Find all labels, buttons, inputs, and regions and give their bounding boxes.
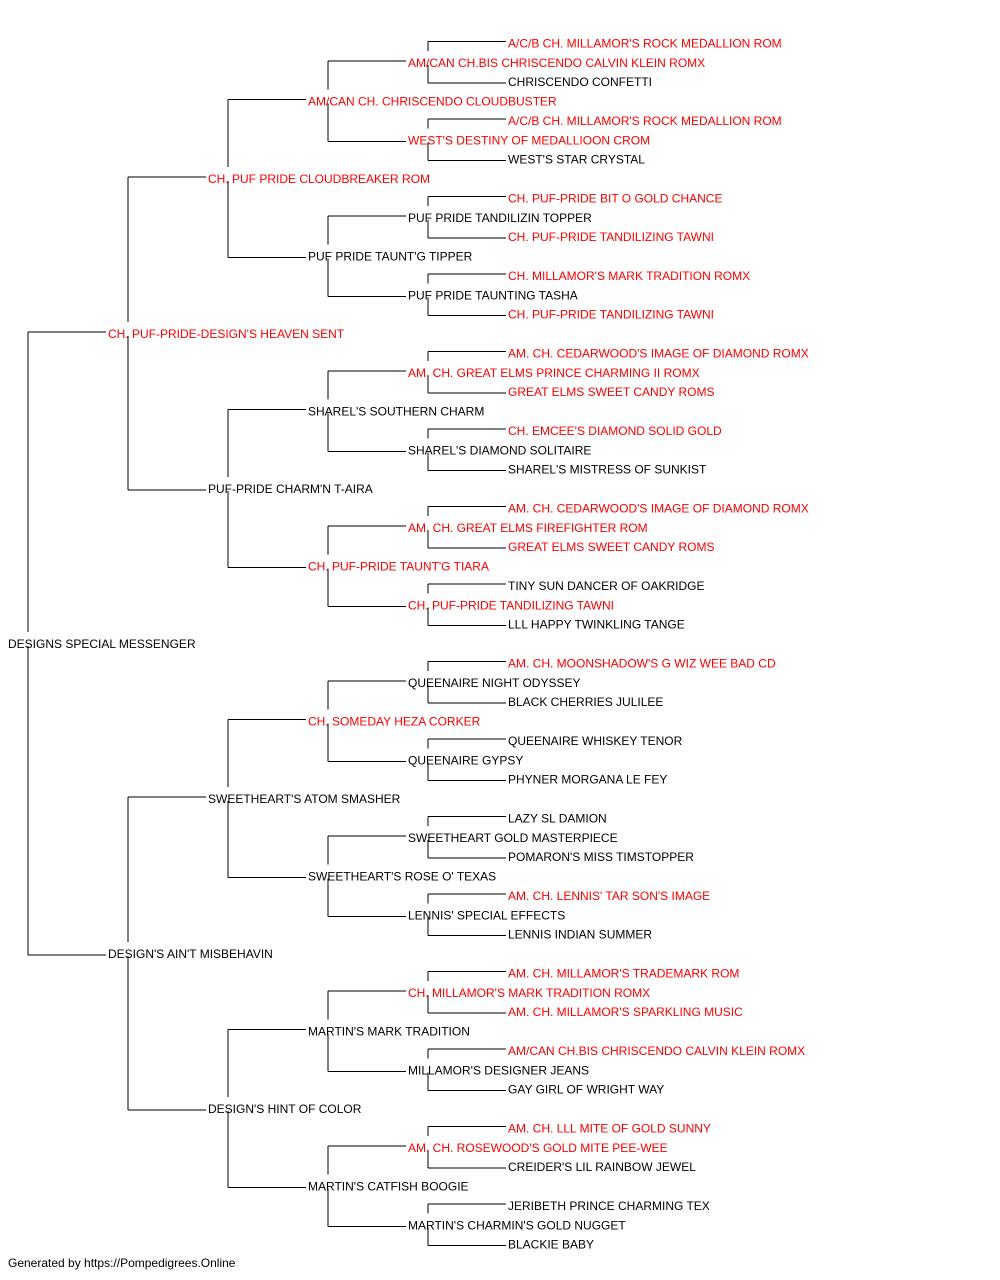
ancestor-name-sire-dam-dam: CH. PUF-PRIDE TAUNT'G TIARA <box>308 560 489 574</box>
ancestor-name-sire-dam-dam-dam: CH. PUF-PRIDE TANDILIZING TAWNI <box>408 598 614 612</box>
ancestor-name-sire-sire-sire-dam-sire: A/C/B CH. MILLAMOR'S ROCK MEDALLION ROM <box>508 114 782 128</box>
ancestor-name-sire-sire-dam-dam-sire: CH. MILLAMOR'S MARK TRADITION ROMX <box>508 269 750 283</box>
ancestor-name-sire: CH. PUF-PRIDE-DESIGN'S HEAVEN SENT <box>108 327 345 341</box>
ancestor-name-sire-sire-sire: AM/CAN CH. CHRISCENDO CLOUDBUSTER <box>308 95 557 109</box>
ancestor-name-sire-dam-sire-sire: AM. CH. GREAT ELMS PRINCE CHARMING II RO… <box>408 366 700 380</box>
ancestor-name-sire-dam-dam-sire: AM. CH. GREAT ELMS FIREFIGHTER ROM <box>408 521 648 535</box>
ancestor-name-sire-dam-dam-sire-sire: AM. CH. CEDARWOOD'S IMAGE OF DIAMOND ROM… <box>508 501 809 515</box>
ancestor-name-sire-sire-sire-sire: AM/CAN CH.BIS CHRISCENDO CALVIN KLEIN RO… <box>408 56 705 70</box>
ancestor-name-dam-dam-sire-sire-dam: AM. CH. MILLAMOR'S SPARKLING MUSIC <box>508 1005 743 1019</box>
ancestor-name-dam-dam-dam-sire-dam: CREIDER'S LIL RAINBOW JEWEL <box>508 1160 696 1174</box>
ancestor-name-sire-sire-sire-sire-dam: CHRISCENDO CONFETTI <box>508 75 652 89</box>
ancestor-name-dam-sire-sire: CH. SOMEDAY HEZA CORKER <box>308 715 481 729</box>
ancestor-name-dam-dam-sire-dam: MILLAMOR'S DESIGNER JEANS <box>408 1063 589 1077</box>
ancestor-name-dam-sire-dam-sire-dam: POMARON'S MISS TIMSTOPPER <box>508 850 694 864</box>
ancestor-name-dam-sire-dam-sire-sire: LAZY SL DAMION <box>508 811 607 825</box>
ancestor-name-dam-dam-dam-sire-sire: AM. CH. LLL MITE OF GOLD SUNNY <box>508 1121 711 1135</box>
ancestor-name-sire-dam-dam-dam-sire: TINY SUN DANCER OF OAKRIDGE <box>508 579 704 593</box>
ancestor-name-sire-sire-dam-dam-dam: CH. PUF-PRIDE TANDILIZING TAWNI <box>508 308 714 322</box>
subject-dog-name: DESIGNS SPECIAL MESSENGER <box>8 637 196 651</box>
ancestor-name-dam-dam-sire-dam-sire: AM/CAN CH.BIS CHRISCENDO CALVIN KLEIN RO… <box>508 1044 805 1058</box>
generated-by-footer: Generated by https://Pompedigrees.Online <box>8 1256 236 1270</box>
ancestor-name-sire-sire-dam-sire-dam: CH. PUF-PRIDE TANDILIZING TAWNI <box>508 230 714 244</box>
ancestor-name-dam-dam-sire-dam-dam: GAY GIRL OF WRIGHT WAY <box>508 1083 664 1097</box>
ancestor-name-dam-sire-dam-dam: LENNIS' SPECIAL EFFECTS <box>408 908 565 922</box>
ancestor-name-sire-dam-sire-dam-sire: CH. EMCEE'S DIAMOND SOLID GOLD <box>508 424 722 438</box>
ancestor-name-dam-dam-dam: MARTIN'S CATFISH BOOGIE <box>308 1180 469 1194</box>
ancestor-name-sire-sire-dam-sire: PUF PRIDE TANDILIZIN TOPPER <box>408 211 592 225</box>
ancestor-name-dam-sire-dam: SWEETHEART'S ROSE O' TEXAS <box>308 870 496 884</box>
ancestor-name-dam-sire-dam-sire: SWEETHEART GOLD MASTERPIECE <box>408 831 618 845</box>
ancestor-name-sire-sire-sire-sire-sire: A/C/B CH. MILLAMOR'S ROCK MEDALLION ROM <box>508 36 782 50</box>
ancestor-name-sire-sire-sire-dam: WEST'S DESTINY OF MEDALLIOON CROM <box>408 133 650 147</box>
ancestor-name-dam-sire-sire-sire-dam: BLACK CHERRIES JULILEE <box>508 695 663 709</box>
ancestor-name-sire-sire-dam-sire-sire: CH. PUF-PRIDE BIT O GOLD CHANCE <box>508 191 722 205</box>
ancestor-name-dam-dam-dam-sire: AM. CH. ROSEWOOD'S GOLD MITE PEE-WEE <box>408 1141 668 1155</box>
ancestor-name-dam-dam-dam-dam: MARTIN'S CHARMIN'S GOLD NUGGET <box>408 1218 626 1232</box>
ancestor-name-dam-sire-sire-sire-sire: AM. CH. MOONSHADOW'S G WIZ WEE BAD CD <box>508 656 776 670</box>
ancestor-name-sire-dam: PUF-PRIDE CHARM'N T-AIRA <box>208 482 373 496</box>
ancestor-name-dam-sire-dam-dam-dam: LENNIS INDIAN SUMMER <box>508 928 652 942</box>
ancestor-name-dam-sire-sire-dam: QUEENAIRE GYPSY <box>408 753 523 767</box>
ancestor-name-sire-sire-dam: PUF PRIDE TAUNT'G TIPPER <box>308 250 473 264</box>
ancestor-name-dam: DESIGN'S AIN'T MISBEHAVIN <box>108 947 273 961</box>
ancestor-name-dam-sire-sire-dam-sire: QUEENAIRE WHISKEY TENOR <box>508 734 683 748</box>
ancestor-name-sire-sire: CH. PUF PRIDE CLOUDBREAKER ROM <box>208 172 430 186</box>
ancestor-name-dam-dam-dam-dam-sire: JERIBETH PRINCE CHARMING TEX <box>508 1199 710 1213</box>
ancestor-name-dam-sire-sire-dam-dam: PHYNER MORGANA LE FEY <box>508 773 667 787</box>
ancestor-name-sire-dam-dam-sire-dam: GREAT ELMS SWEET CANDY ROMS <box>508 540 714 554</box>
ancestor-name-sire-sire-dam-dam: PUF PRIDE TAUNTING TASHA <box>408 288 578 302</box>
ancestor-name-sire-dam-sire-dam-dam: SHAREL'S MISTRESS OF SUNKIST <box>508 463 707 477</box>
ancestor-name-sire-dam-dam-dam-dam: LLL HAPPY TWINKLING TANGE <box>508 618 685 632</box>
ancestor-name-sire-dam-sire-sire-dam: GREAT ELMS SWEET CANDY ROMS <box>508 385 714 399</box>
ancestor-name-sire-sire-sire-dam-dam: WEST'S STAR CRYSTAL <box>508 153 645 167</box>
ancestor-name-dam-sire-dam-dam-sire: AM. CH. LENNIS' TAR SON'S IMAGE <box>508 889 710 903</box>
ancestor-name-dam-sire: SWEETHEART'S ATOM SMASHER <box>208 792 401 806</box>
ancestor-name-dam-dam-sire-sire-sire: AM. CH. MILLAMOR'S TRADEMARK ROM <box>508 966 739 980</box>
ancestor-name-dam-dam-sire-sire: CH. MILLAMOR'S MARK TRADITION ROMX <box>408 986 650 1000</box>
ancestor-name-sire-dam-sire-dam: SHAREL'S DIAMOND SOLITAIRE <box>408 443 591 457</box>
ancestor-name-dam-sire-sire-sire: QUEENAIRE NIGHT ODYSSEY <box>408 676 580 690</box>
ancestor-name-dam-dam: DESIGN'S HINT OF COLOR <box>208 1102 362 1116</box>
ancestor-name-sire-dam-sire: SHAREL'S SOUTHERN CHARM <box>308 405 484 419</box>
ancestor-name-dam-dam-sire: MARTIN'S MARK TRADITION <box>308 1025 470 1039</box>
ancestor-name-dam-dam-dam-dam-dam: BLACKIE BABY <box>508 1238 594 1252</box>
ancestor-name-sire-dam-sire-sire-sire: AM. CH. CEDARWOOD'S IMAGE OF DIAMOND ROM… <box>508 346 809 360</box>
